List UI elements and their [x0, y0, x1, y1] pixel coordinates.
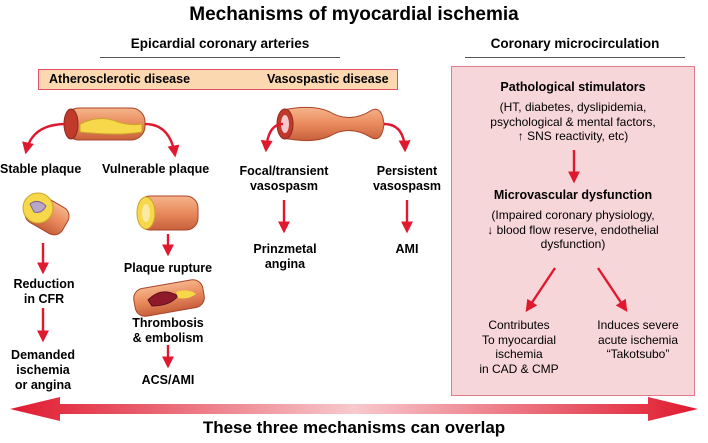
microcirculation-panel — [451, 66, 695, 396]
dysfunction-title: Microvascular dysfunction — [493, 188, 653, 202]
stimulators-title: Pathological stimulators — [500, 80, 646, 94]
acs-ami-label: ACS/AMI — [141, 373, 195, 387]
epicardial-header-rule — [100, 57, 340, 58]
overlap-caption: These three mechanisms can overlap — [202, 418, 506, 437]
arrow-to-contributes — [525, 267, 556, 312]
persistent-vasospasm-label: Persistent vasospasm — [372, 164, 442, 193]
contributes-text: Contributes To myocardial ischemia in CA… — [479, 318, 559, 376]
stable-plaque-illustration — [22, 192, 70, 236]
thrombosis-label: Thrombosis & embolism — [132, 316, 204, 345]
atherosclerotic-vessel-illustration — [63, 107, 146, 141]
plaque-rupture-label: Plaque rupture — [123, 261, 213, 275]
vulnerable-plaque-label: Vulnerable plaque — [102, 162, 210, 176]
focal-vasospasm-label: Focal/transient vasospasm — [239, 164, 329, 193]
arrow-to-vulnerable-plaque — [144, 122, 180, 158]
arrow-to-focal-vasospasm — [260, 122, 284, 153]
arrow-to-stable-plaque — [22, 122, 67, 155]
disease-band: Atherosclerotic disease Vasospastic dise… — [38, 69, 398, 90]
reduction-cfr-label: Reduction in CFR — [13, 277, 75, 306]
dysfunction-text: (Impaired coronary physiology, ↓ blood f… — [487, 208, 659, 251]
vasospastic-vessel-illustration — [276, 106, 385, 142]
page-title: Mechanisms of myocardial ischemia — [189, 4, 519, 25]
prinzmetal-label: Prinzmetal angina — [253, 242, 317, 271]
thrombosis-illustration — [133, 279, 205, 317]
induces-text: Induces severe acute ischemia “Takotsubo… — [597, 318, 679, 361]
arrow-to-persistent-vasospasm — [383, 122, 411, 153]
epicardial-header: Epicardial coronary arteries — [130, 36, 310, 51]
arrow-to-induces — [597, 267, 628, 312]
vasospastic-label: Vasospastic disease — [267, 72, 389, 86]
demanded-ischemia-label: Demanded ischemia or angina — [11, 348, 75, 392]
ami-label: AMI — [395, 242, 419, 256]
stimulators-text: (HT, diabetes, dyslipidemia, psychologic… — [490, 100, 656, 143]
microcirculation-header-rule — [465, 57, 685, 58]
atherosclerotic-label: Atherosclerotic disease — [49, 72, 191, 86]
microcirculation-header: Coronary microcirculation — [490, 36, 660, 51]
stable-plaque-label: Stable plaque — [0, 162, 82, 176]
overlap-double-arrow — [10, 397, 698, 421]
vulnerable-plaque-illustration — [136, 195, 199, 231]
